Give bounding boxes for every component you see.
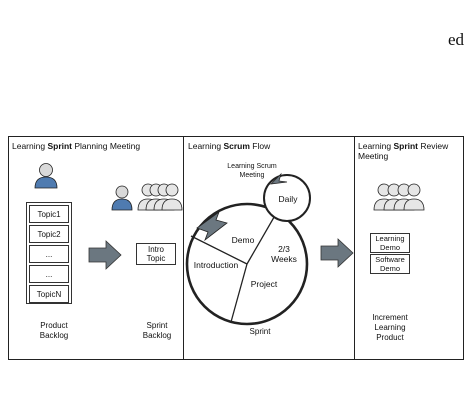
software-demo-box: Software Demo (370, 254, 410, 274)
duration-label-line: Weeks (271, 254, 297, 264)
panel-divider-right (354, 136, 355, 360)
introduction-label: Introduction (193, 260, 239, 270)
software-demo-box-line: Demo (379, 264, 400, 273)
learning-demo-box-line: Learning (375, 234, 405, 243)
panel-divider-left (183, 136, 184, 360)
daily-label: Daily (278, 194, 298, 204)
learning-demo-box: Learning Demo (370, 233, 410, 253)
scrum-meeting-label-line: Learning Scrum (227, 163, 277, 170)
corner-text: ed (448, 30, 465, 49)
duration-label-line: 2/3 (278, 244, 290, 254)
topic-item: TopicN (29, 285, 69, 303)
sprint-backlog-box: Intro Topic (136, 243, 176, 265)
sector-divider (190, 235, 248, 265)
stakeholders-icon (373, 183, 425, 211)
sprint-backlog-label-line: Backlog (142, 331, 172, 340)
demo-label: Demo (231, 235, 255, 245)
increment-label: Increment Learning Product (362, 313, 418, 343)
sprint-backlog-label: Sprint Backlog (138, 321, 176, 341)
arrow-to-review-icon (320, 238, 354, 268)
topic-item: ... (29, 245, 69, 263)
sector-divider (230, 263, 248, 323)
scrum-cycle-diagram (185, 172, 311, 326)
increment-label-line: Increment (372, 313, 408, 322)
software-demo-box-line: Software (375, 255, 405, 264)
sprint-backlog-box-line: Intro (147, 245, 164, 254)
project-label: Project (250, 279, 278, 289)
sprint-label: Sprint (249, 327, 271, 336)
diagram-frame (8, 136, 464, 360)
review-panel-title-line: Learning Sprint Review (358, 141, 449, 151)
sprint-backlog-box-line: Topic (146, 254, 166, 263)
increment-stack: Learning Demo Software Demo (370, 233, 412, 275)
topic-item: Topic2 (29, 225, 69, 243)
sprint-cycle-arrow-icon (196, 210, 228, 242)
increment-label-line: Learning (374, 323, 406, 332)
increment-label-line: Product (376, 333, 404, 342)
team-icon (111, 183, 183, 211)
planning-panel-title: Learning Sprint Planning Meeting (12, 141, 141, 151)
review-panel-title-line: Meeting (358, 151, 389, 161)
sprint-backlog-label-line: Sprint (146, 321, 168, 330)
flow-panel-title: Learning Scrum Flow (188, 141, 271, 151)
topic-item: Topic1 (29, 205, 69, 223)
product-owner-icon (34, 163, 58, 189)
topic-item: ... (29, 265, 69, 283)
product-backlog-label: Product Backlog (33, 321, 75, 341)
arrow-to-sprint-backlog-icon (88, 240, 122, 270)
learning-demo-box-line: Demo (379, 243, 400, 252)
scrum-meeting-label: Learning Scrum Meeting (220, 162, 284, 180)
product-backlog-label-line: Product (40, 321, 68, 330)
review-panel-title: Learning Sprint Review Meeting (358, 141, 448, 161)
sector-divider (246, 211, 278, 265)
daily-cycle-circle (263, 174, 311, 222)
daily-arrow-icon (270, 172, 288, 185)
scrum-meeting-label-line: Meeting (239, 172, 265, 179)
product-backlog-label-line: Backlog (39, 331, 69, 340)
duration-label: 2/3 Weeks (264, 244, 304, 264)
